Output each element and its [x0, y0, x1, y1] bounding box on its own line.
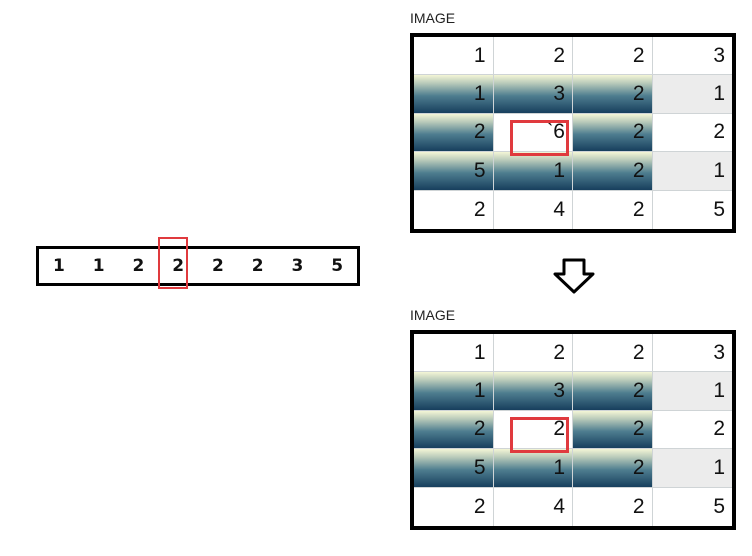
pixel-cell: 2	[573, 410, 653, 450]
pixel-cell: 1	[493, 152, 573, 191]
pixel-cell: 1	[652, 372, 732, 411]
pixel-cell: 1	[493, 449, 573, 488]
pixel-cell: 2	[414, 113, 494, 153]
median-highlight-box	[158, 237, 188, 289]
pixel-cell: 2	[414, 190, 494, 229]
pixel-cell: 2	[573, 152, 653, 191]
pixel-cell: 1	[652, 75, 732, 114]
sequence-value: 3	[291, 256, 304, 276]
top-image-caption: IMAGE	[410, 10, 456, 26]
pixel-cell: 1	[414, 75, 494, 114]
sequence-value-median: 2	[172, 256, 185, 276]
pixel-cell: 2	[573, 372, 653, 411]
pixel-cell: 1	[414, 37, 494, 76]
sequence-value: 1	[52, 256, 65, 276]
pixel-cell: 3	[652, 37, 732, 76]
pixel-cell: 3	[493, 372, 573, 411]
pixel-cell: 3	[652, 334, 732, 373]
pixel-cell: 4	[493, 190, 573, 229]
pixel-cell: 2	[573, 487, 653, 526]
pixel-cell: 3	[493, 75, 573, 114]
pixel-cell: 2	[493, 334, 573, 373]
pixel-cell: 2	[573, 113, 653, 153]
bottom-image-caption: IMAGE	[410, 307, 456, 323]
pixel-cell: 2	[573, 37, 653, 76]
pixel-cell: 2	[493, 37, 573, 76]
pixel-cell: 2	[573, 190, 653, 229]
pixel-cell: 1	[652, 449, 732, 488]
sequence-value: 2	[251, 256, 264, 276]
sequence-value: 1	[92, 256, 105, 276]
pixel-cell: `6	[493, 113, 573, 153]
sorted-sequence-strip: 1 1 2 2 2 2 3 5	[36, 246, 360, 286]
pixel-cell: 2	[493, 410, 573, 450]
pixel-cell: 4	[493, 487, 573, 526]
pixel-cell: 2	[414, 410, 494, 450]
pixel-cell: 2	[652, 113, 732, 153]
sequence-value: 2	[211, 256, 224, 276]
sequence-value: 5	[331, 256, 344, 276]
pixel-cell: 2	[652, 410, 732, 450]
pixel-cell: 2	[414, 487, 494, 526]
sequence-value: 2	[132, 256, 145, 276]
down-arrow-icon	[553, 258, 595, 294]
pixel-cell: 5	[652, 487, 732, 526]
pixel-cell: 2	[573, 75, 653, 114]
pixel-cell: 1	[414, 334, 494, 373]
pixel-cell: 2	[573, 334, 653, 373]
pixel-cell: 5	[414, 449, 494, 488]
pixel-cell: 1	[414, 372, 494, 411]
pixel-cell: 5	[652, 190, 732, 229]
pixel-cell: 1	[652, 152, 732, 191]
pixel-cell: 2	[573, 449, 653, 488]
pixel-cell: 5	[414, 152, 494, 191]
